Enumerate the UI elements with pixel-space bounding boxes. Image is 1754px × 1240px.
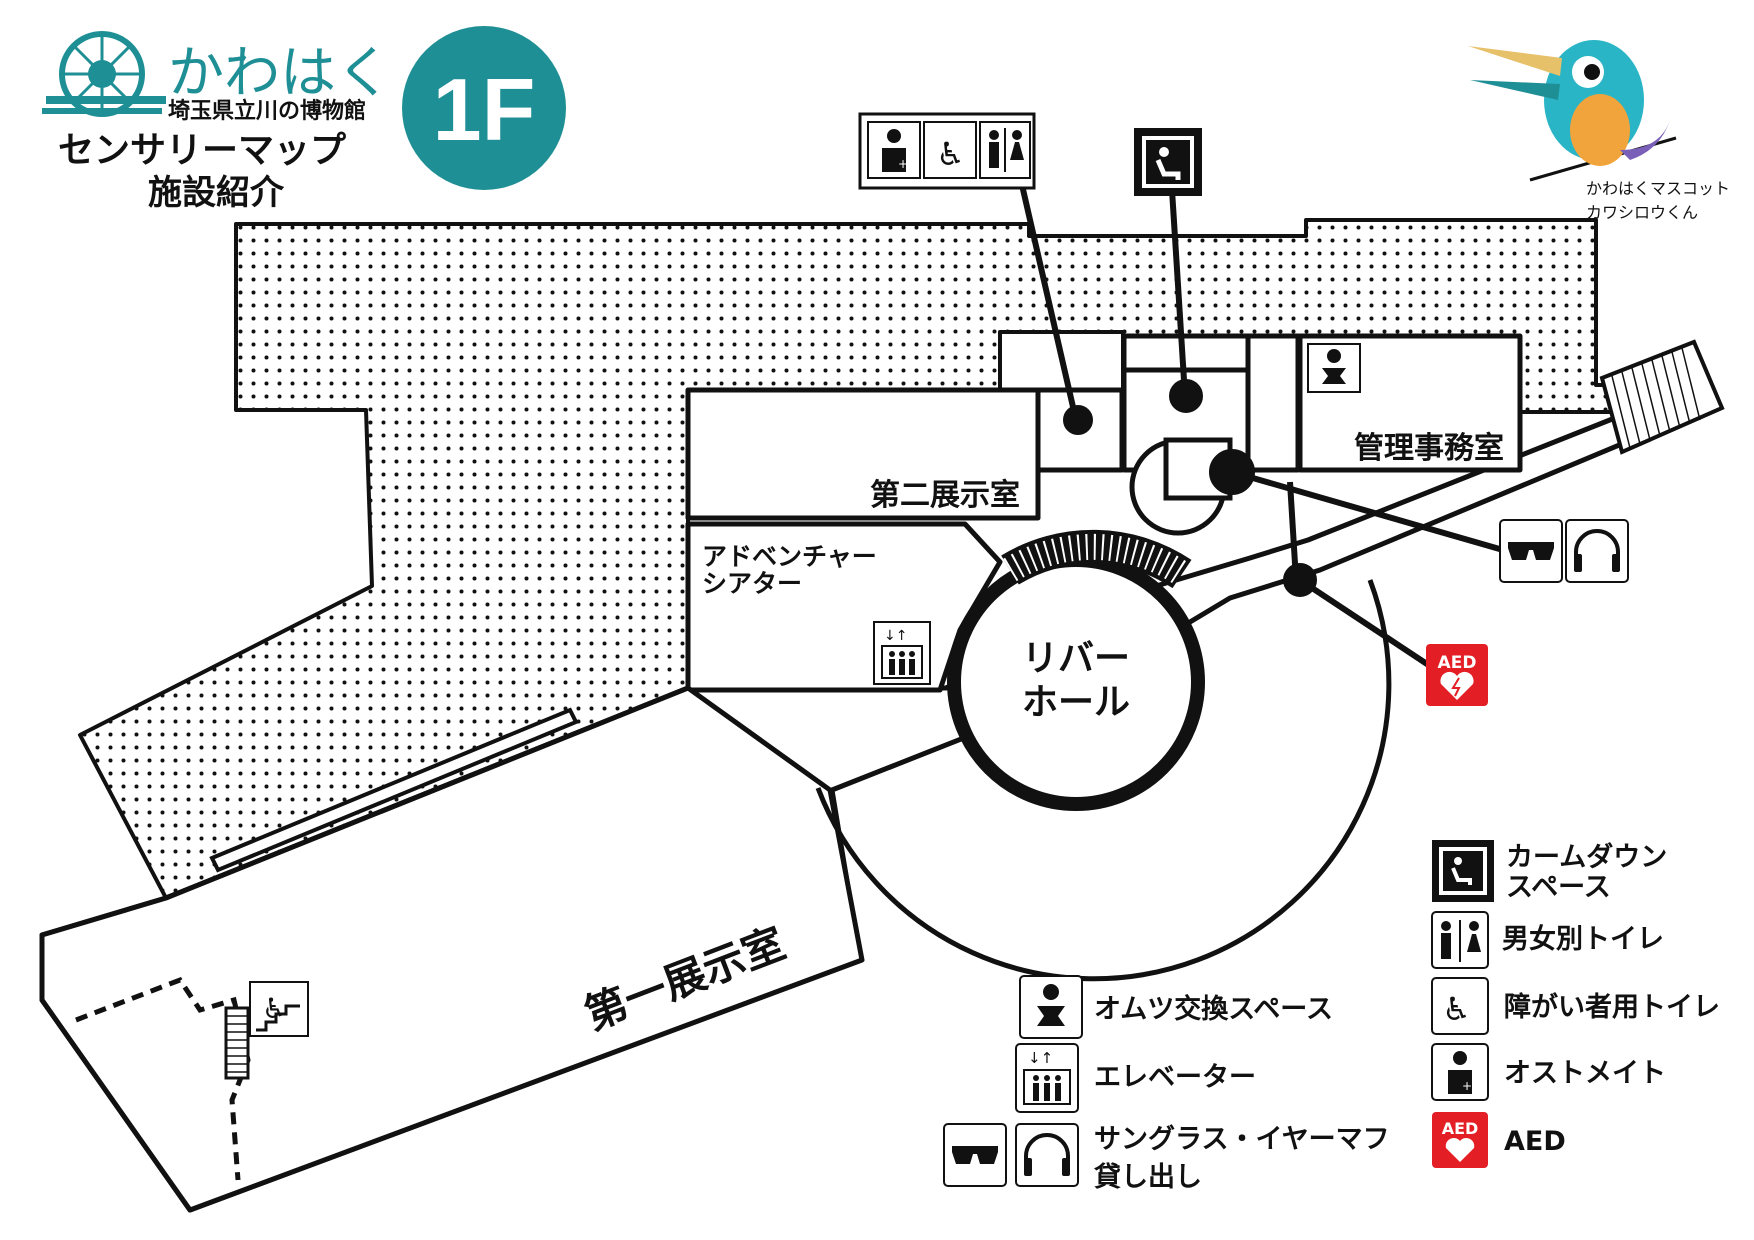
svg-text:♿: ♿ <box>1442 990 1471 1028</box>
floor-badge-text: 1F <box>433 60 536 159</box>
svg-text:↓↑: ↓↑ <box>1028 1049 1053 1067</box>
aed-icon: AED <box>1426 644 1488 706</box>
ostomate-icon: + <box>867 121 921 179</box>
river-museum-logo-icon <box>42 31 166 117</box>
legend-lending-line1: サングラス・イヤーマフ <box>1094 1123 1390 1155</box>
legend-ostomate: オストメイト <box>1504 1058 1666 1089</box>
mascot-bird-icon <box>1468 40 1677 182</box>
svg-text:↓↑: ↓↑ <box>884 628 907 644</box>
legend-aed-icon: AED <box>1432 1112 1488 1168</box>
legend: カームダウン スペース 男女別トイレ ♿ 障がい者用トイレ + オストメイト A… <box>943 840 1720 1193</box>
floor-badge: 1F <box>402 26 566 190</box>
legend-baby-icon <box>1019 975 1083 1039</box>
legend-elevator-icon: ↓↑ <box>1015 1043 1079 1113</box>
river-hall <box>815 437 1392 982</box>
label-adventure-line1: アドベンチャー <box>702 542 877 571</box>
lending-icons-map <box>1499 519 1629 583</box>
baby-icon <box>1307 343 1361 393</box>
svg-text:♿: ♿ <box>936 135 965 173</box>
legend-diaper: オムツ交換スペース <box>1094 993 1333 1025</box>
marker-dot-toilet <box>1063 405 1093 435</box>
toilet-icons-panel: + ♿ <box>858 112 1036 190</box>
right-staircase <box>1599 339 1725 455</box>
legend-elevator: エレベーター <box>1094 1062 1256 1093</box>
stair-lift-icon: ♿ <box>249 981 309 1037</box>
label-river-line1: リバー <box>1022 638 1130 679</box>
legend-gender-toilet: 男女別トイレ <box>1502 923 1664 955</box>
svg-text:+: + <box>898 157 908 171</box>
logo-kana: かわはく <box>168 41 392 106</box>
legend-lending-line2: 貸し出し <box>1094 1161 1202 1193</box>
calm-down-icon <box>1134 128 1202 196</box>
title-line2: 施設紹介 <box>148 173 285 213</box>
header-logo: かわはく 埼玉県立川の博物館 センサリーマップ 施設紹介 <box>42 31 392 213</box>
legend-calm-line2: スペース <box>1506 872 1611 903</box>
label-office: 管理事務室 <box>1354 431 1504 466</box>
sunglasses-icon <box>1499 519 1563 583</box>
restroom-icon <box>979 121 1031 179</box>
legend-sunglasses-icon <box>943 1123 1007 1187</box>
label-river-line2: ホール <box>1022 682 1130 723</box>
marker-dot-aed <box>1283 563 1317 597</box>
room-second-exhibition <box>685 387 1041 521</box>
marker-dot-lending <box>1209 449 1255 495</box>
label-adventure-line2: シアター <box>702 569 802 598</box>
stair-area <box>75 976 251 1181</box>
svg-text:+: + <box>1462 1079 1472 1093</box>
legend-ostomate-icon: + <box>1431 1043 1489 1101</box>
label-second-exhibition: 第二展示室 <box>870 478 1020 513</box>
wheelchair-icon: ♿ <box>923 121 977 179</box>
logo-museum-name: 埼玉県立川の博物館 <box>168 98 366 124</box>
aed-map-label: AED <box>1438 653 1477 673</box>
legend-accessible-toilet: 障がい者用トイレ <box>1504 991 1720 1023</box>
headphones-icon <box>1565 519 1629 583</box>
mascot-line1: かわはくマスコット <box>1586 179 1730 198</box>
mascot-line2: カワシロウくん <box>1586 203 1698 222</box>
legend-headphones-icon <box>1015 1123 1079 1187</box>
legend-calm-line1: カームダウン <box>1506 841 1667 873</box>
title-line1: センサリーマップ <box>58 130 346 171</box>
legend-restroom-icon <box>1431 911 1489 969</box>
legend-aed-icon-text: AED <box>1442 1119 1479 1138</box>
elevator-icon: ↓↑ <box>873 621 931 685</box>
connector-lines <box>1019 184 1511 669</box>
legend-calm-down-icon <box>1432 840 1494 902</box>
legend-aed: AED <box>1504 1126 1566 1157</box>
marker-dot-calm-down <box>1169 379 1203 413</box>
legend-wheelchair-icon: ♿ <box>1431 977 1489 1035</box>
